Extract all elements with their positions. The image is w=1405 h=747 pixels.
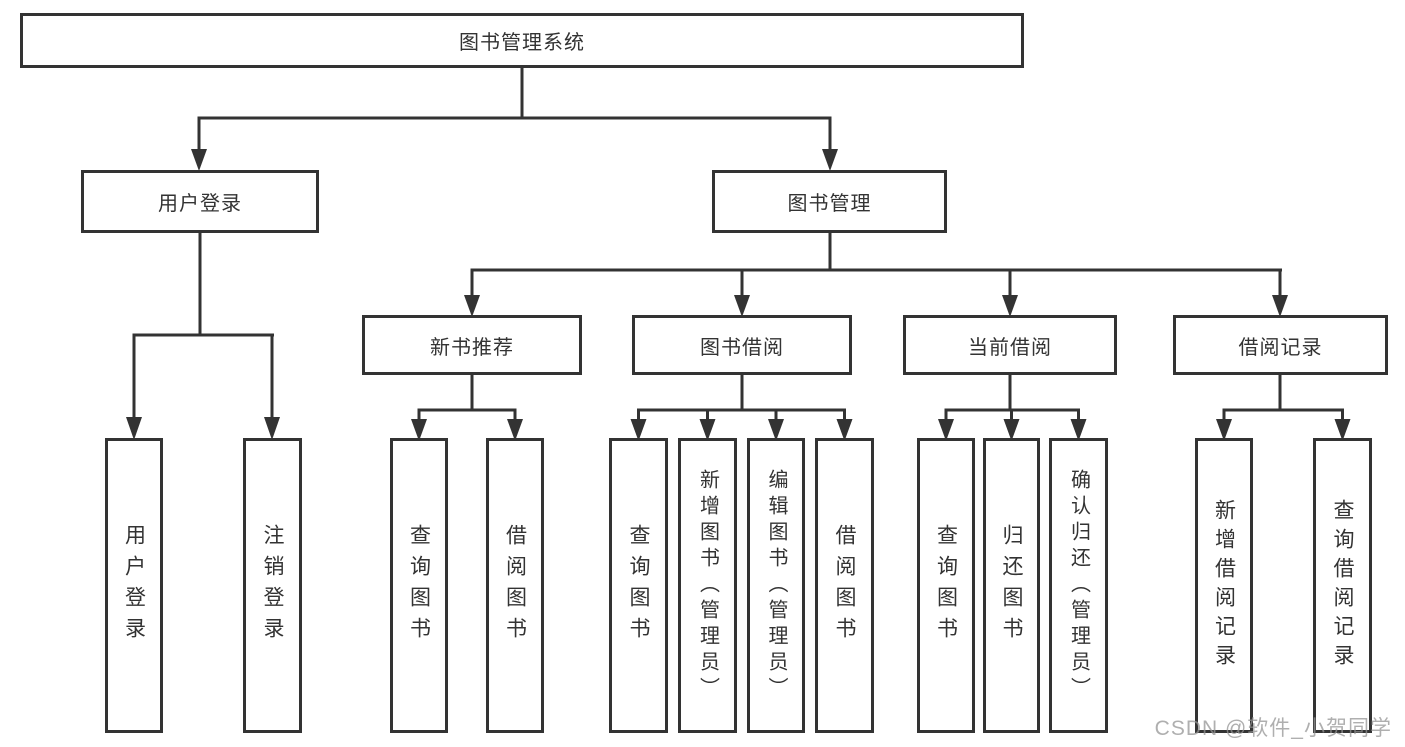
node-leaf-user-login: 用户登录 [105, 438, 163, 733]
node-leaf-query-book-1: 查询图书 [390, 438, 448, 733]
node-leaf-add-borrow-record: 新增借阅记录 [1195, 438, 1253, 733]
node-label: 注销登录 [261, 523, 284, 648]
node-label: 用户登录 [122, 523, 146, 648]
node-leaf-add-book-admin: 新增图书（管理员） [678, 438, 737, 733]
node-label: 查询借阅记录 [1331, 498, 1354, 673]
node-leaf-borrow-book-2: 借阅图书 [815, 438, 874, 733]
node-label: 图书管理系统 [459, 32, 585, 54]
node-label: 编辑图书（管理员） [765, 468, 787, 703]
node-label: 查询图书 [934, 523, 958, 648]
node-leaf-return-book: 归还图书 [983, 438, 1040, 733]
node-user-login: 用户登录 [81, 170, 319, 233]
node-label: 确认归还（管理员） [1067, 468, 1090, 703]
node-leaf-query-borrow-record: 查询借阅记录 [1313, 438, 1372, 733]
node-label: 用户登录 [158, 193, 242, 215]
node-label: 借阅图书 [503, 523, 527, 648]
node-leaf-confirm-return-admin: 确认归还（管理员） [1049, 438, 1108, 733]
node-label: 新书推荐 [430, 336, 514, 359]
node-current-borrow: 当前借阅 [903, 315, 1117, 375]
node-label: 新增借阅记录 [1212, 498, 1236, 673]
node-label: 新增图书（管理员） [696, 468, 719, 703]
node-label: 借阅图书 [833, 523, 856, 648]
node-leaf-query-book-2: 查询图书 [609, 438, 668, 733]
node-label: 图书管理 [787, 193, 872, 215]
node-leaf-query-book-3: 查询图书 [917, 438, 975, 733]
node-leaf-edit-book-admin: 编辑图书（管理员） [747, 438, 805, 733]
node-book-borrow: 图书借阅 [632, 315, 852, 375]
node-label: 借阅记录 [1238, 336, 1323, 359]
node-leaf-logout: 注销登录 [243, 438, 302, 733]
node-label: 查询图书 [627, 523, 650, 648]
node-label: 归还图书 [1000, 523, 1023, 648]
watermark-text: CSDN @软件_小贺同学 [1154, 717, 1392, 740]
node-label: 当前借阅 [968, 336, 1052, 359]
node-borrow-records: 借阅记录 [1173, 315, 1388, 375]
node-book-management: 图书管理 [712, 170, 947, 233]
node-library-management-system: 图书管理系统 [20, 13, 1024, 68]
node-label: 图书借阅 [700, 336, 784, 359]
node-leaf-borrow-book-1: 借阅图书 [486, 438, 544, 733]
node-new-book-recommend: 新书推荐 [362, 315, 582, 375]
node-label: 查询图书 [407, 523, 431, 648]
